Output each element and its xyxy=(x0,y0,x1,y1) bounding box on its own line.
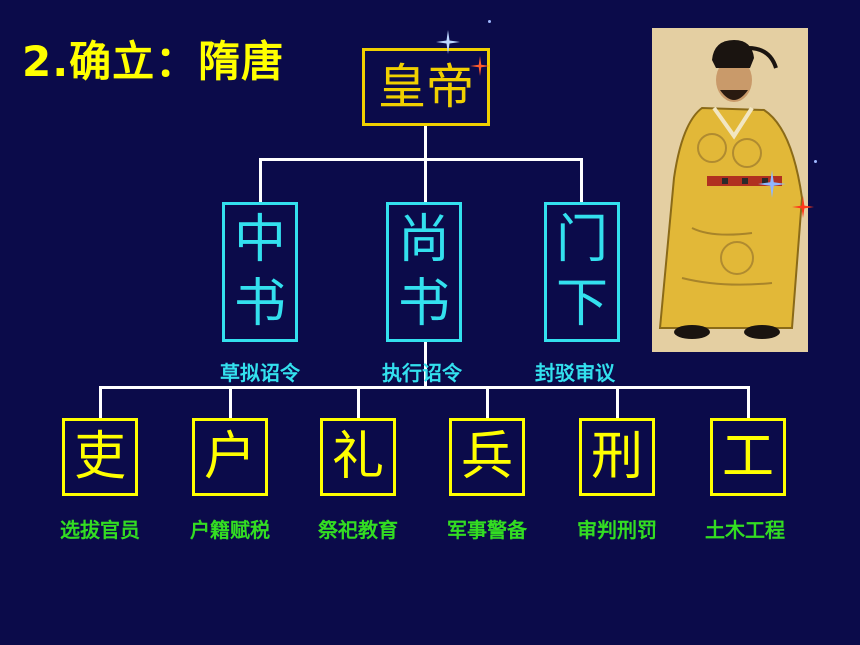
emperor-label: 皇帝 xyxy=(377,59,474,115)
ministry-label: 刑 xyxy=(590,427,643,487)
ministry-box-gong: 工 xyxy=(710,418,786,496)
ministry-label: 礼 xyxy=(331,427,384,487)
connector-council-drop-2 xyxy=(424,158,427,202)
connector-council-bar xyxy=(259,158,583,161)
council-char: 下 xyxy=(555,274,608,334)
connector-ministry-drop-2 xyxy=(229,386,232,418)
page-title: 2.确立：隋唐 xyxy=(22,37,285,86)
council-role-menxia: 封驳审议 xyxy=(535,361,615,385)
council-box-shangshu: 尚 书 xyxy=(386,202,462,342)
connector-ministry-drop-1 xyxy=(99,386,102,418)
connector-shangshu-stem xyxy=(424,342,427,388)
council-box-zhongshu: 中 书 xyxy=(222,202,298,342)
ministry-duty-li: 选拔官员 xyxy=(60,518,140,542)
ministry-box-bing: 兵 xyxy=(449,418,525,496)
ministry-label: 户 xyxy=(203,427,256,487)
council-role-zhongshu: 草拟诏令 xyxy=(220,361,300,385)
sparkle-icon xyxy=(470,56,490,76)
emperor-box: 皇帝 xyxy=(362,48,490,126)
ministry-label: 工 xyxy=(721,427,774,487)
ministry-box-hu: 户 xyxy=(192,418,268,496)
ministry-box-rites: 礼 xyxy=(320,418,396,496)
ministry-duty-hu: 户籍赋税 xyxy=(190,518,270,542)
ministry-duty-rites: 祭祀教育 xyxy=(318,518,398,542)
council-char: 书 xyxy=(397,274,450,334)
connector-council-drop-3 xyxy=(580,158,583,202)
connector-ministry-drop-4 xyxy=(486,386,489,418)
council-char: 门 xyxy=(555,210,608,270)
connector-council-drop-1 xyxy=(259,158,262,202)
sparkle-icon xyxy=(436,30,460,54)
ministry-duty-gong: 土木工程 xyxy=(705,518,785,542)
ministry-duty-bing: 军事警备 xyxy=(447,518,527,542)
connector-ministry-drop-6 xyxy=(747,386,750,418)
ministry-box-xing: 刑 xyxy=(579,418,655,496)
connector-emperor-stem xyxy=(424,126,427,160)
sparkle-icon xyxy=(792,196,814,218)
council-char: 中 xyxy=(233,210,286,270)
ministry-box-li: 吏 xyxy=(62,418,138,496)
connector-ministry-drop-3 xyxy=(357,386,360,418)
ministry-label: 兵 xyxy=(460,427,513,487)
emperor-portrait-icon xyxy=(652,28,808,352)
dot-star-icon xyxy=(814,160,817,163)
connector-ministry-bar xyxy=(99,386,750,389)
sparkle-icon xyxy=(758,170,786,198)
ministry-duty-xing: 审判刑罚 xyxy=(577,518,657,542)
council-char: 书 xyxy=(233,274,286,334)
council-box-menxia: 门 下 xyxy=(544,202,620,342)
connector-ministry-drop-5 xyxy=(616,386,619,418)
ministry-label: 吏 xyxy=(73,427,126,487)
dot-star-icon xyxy=(488,20,491,23)
council-role-shangshu: 执行诏令 xyxy=(382,361,462,385)
council-char: 尚 xyxy=(397,210,450,270)
